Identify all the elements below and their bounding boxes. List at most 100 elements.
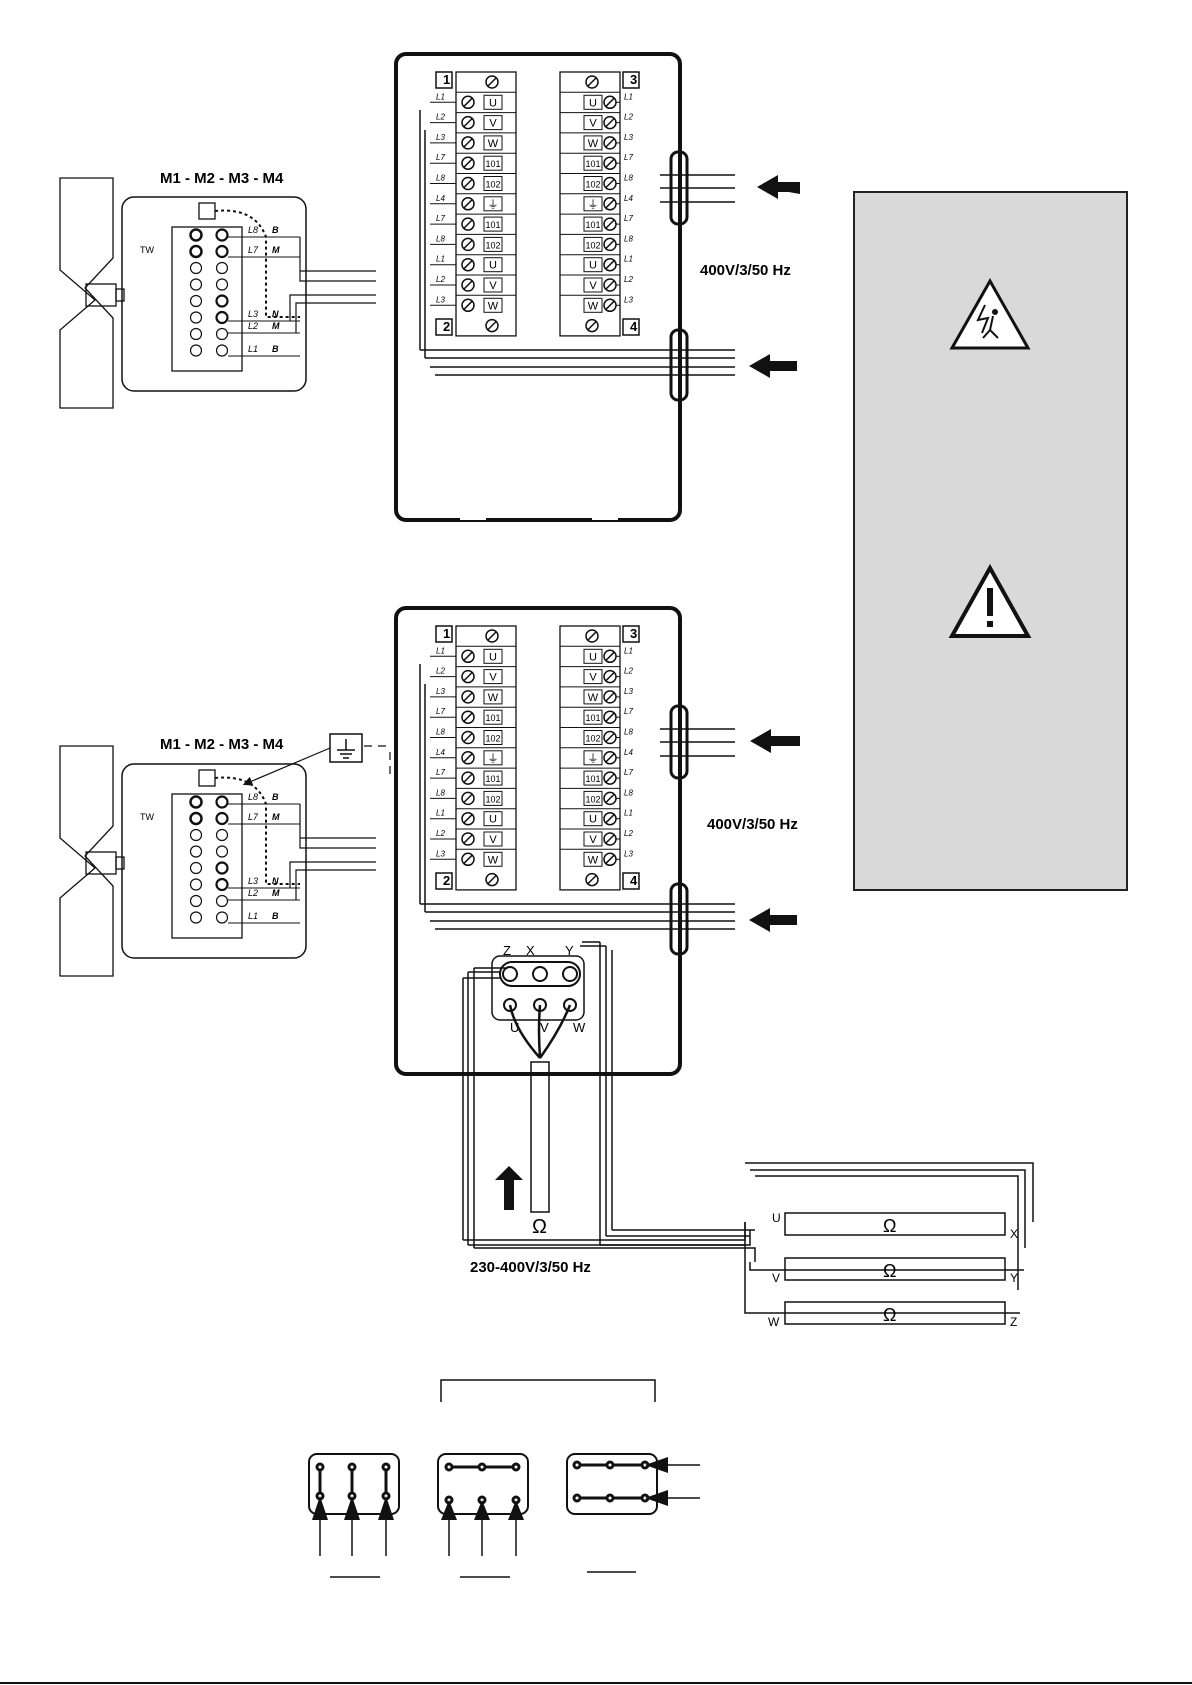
omega-cable: Ω	[532, 1216, 547, 1238]
terminal-label: 101	[585, 774, 600, 784]
arrow-left-icon	[757, 175, 800, 199]
wire-label: L7	[436, 707, 445, 716]
tw-label: TW	[140, 812, 154, 822]
terminal-label: U	[489, 814, 497, 826]
block-label-4b: 4	[630, 873, 638, 888]
wire-tag: N	[272, 309, 279, 319]
cable-gland-2	[669, 328, 689, 402]
wire-label: L1	[248, 911, 258, 921]
wire-label: L7	[624, 707, 633, 716]
arrow-up-icon	[495, 1166, 523, 1210]
block-label-1b: 1	[443, 626, 450, 641]
block-label-1: 1	[443, 72, 450, 87]
terminal-label: V	[489, 834, 497, 846]
wire-label: L3	[436, 687, 445, 696]
terminal-label: ⏚	[488, 198, 499, 211]
wire-label: L1	[624, 646, 633, 655]
wire-label: L1	[436, 92, 445, 101]
wire-label: L4	[624, 194, 633, 203]
terminal-label: 102	[585, 734, 600, 744]
supply-arrows	[312, 1457, 668, 1520]
delta-connection	[444, 1462, 521, 1505]
terminal-block-1-2-b: UL1VL2WL3101L7102L8⏚L4101L7102L8UL1VL2WL…	[430, 625, 517, 891]
arrow-left-icon	[750, 729, 800, 753]
terminal-label: V	[589, 118, 597, 130]
fan-2	[59, 745, 125, 977]
terminal-label: 102	[585, 794, 600, 804]
terminal-label: U	[489, 97, 497, 109]
wire-label: L1	[624, 809, 633, 818]
terminal-block-3-4: UL1VL2WL3101L7102L8⏚L4101L7102L8UL1VL2WL…	[559, 71, 633, 337]
wire-label: L3	[624, 295, 633, 304]
wire-label: L8	[624, 788, 633, 797]
element-1-right: X	[1010, 1227, 1018, 1241]
wire-label: L3	[624, 687, 633, 696]
wire-label: L8	[436, 728, 445, 737]
wire-label: L4	[436, 748, 445, 757]
wire-label: L8	[248, 225, 258, 235]
wire-label: L3	[248, 876, 258, 886]
element-3-right: Z	[1010, 1315, 1017, 1329]
motor-terminal-box-1	[121, 196, 307, 392]
terminal-label: ⏚	[588, 752, 599, 765]
element-2-right: Y	[1010, 1271, 1018, 1285]
omega-element-2: Ω	[883, 1261, 896, 1281]
terminal-label: W	[488, 692, 499, 704]
terminal-label: V	[589, 834, 597, 846]
block-label-2: 2	[443, 319, 450, 334]
wire-label: L2	[248, 888, 258, 898]
star-connection	[315, 1462, 391, 1501]
wire-label: L2	[436, 113, 445, 122]
omega-element-1: Ω	[883, 1216, 896, 1236]
wire-label: L8	[436, 234, 445, 243]
heating-elements	[784, 1212, 1006, 1325]
block-label-3b: 3	[630, 626, 637, 641]
heater-terminal-block	[491, 955, 585, 1021]
terminal-label: W	[588, 138, 599, 150]
terminal-label: 102	[485, 180, 500, 190]
wire-label: L1	[624, 255, 633, 264]
terminal-label: W	[488, 300, 499, 312]
terminal-label: W	[588, 854, 599, 866]
element-3-left: W	[768, 1315, 780, 1329]
parallel-connection	[572, 1460, 650, 1503]
block-label-4: 4	[630, 319, 638, 334]
wire-label: L2	[436, 829, 445, 838]
arrow-left-icon	[749, 908, 797, 932]
terminal-label: U	[589, 260, 597, 272]
motor-terminal-box-2	[121, 763, 307, 959]
terminal-label: 101	[485, 713, 500, 723]
wire-tag: M	[272, 888, 280, 898]
terminal-label: 102	[485, 240, 500, 250]
block-label-2b: 2	[443, 873, 450, 888]
supply-label-1: 400V/3/50 Hz	[700, 262, 791, 279]
wire-tag: B	[272, 911, 279, 921]
omega-element-3: Ω	[883, 1305, 896, 1325]
terminal-label: W	[488, 854, 499, 866]
terminal-v: V	[540, 1020, 549, 1035]
terminal-label: U	[589, 651, 597, 663]
wire-label: L8	[624, 234, 633, 243]
wire-label: L2	[436, 667, 445, 676]
arrow-left-icon	[749, 354, 797, 378]
wire-label: L2	[624, 667, 633, 676]
wire-label: L4	[436, 194, 445, 203]
wire-label: L3	[436, 133, 445, 142]
wire-label: L3	[624, 133, 633, 142]
control-box-1	[394, 52, 682, 522]
general-warning-icon	[948, 563, 1032, 638]
earth-icon	[198, 202, 216, 220]
element-1-left: U	[772, 1211, 781, 1225]
terminal-label: U	[589, 97, 597, 109]
tw-label: TW	[140, 245, 154, 255]
wire-tag: M	[272, 321, 280, 331]
heater-supply-label: 230-400V/3/50 Hz	[470, 1259, 591, 1276]
terminal-label: V	[489, 672, 497, 684]
terminal-label: 102	[585, 240, 600, 250]
terminal-label: 102	[485, 794, 500, 804]
wire-label: L2	[248, 321, 258, 331]
wire-label: L8	[624, 174, 633, 183]
wire-label: L8	[624, 728, 633, 737]
wire-label: L7	[436, 153, 445, 162]
